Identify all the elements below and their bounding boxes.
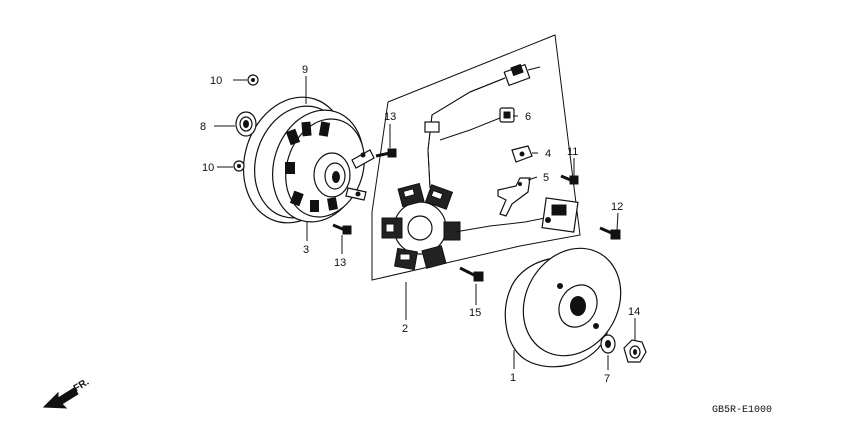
callout-2: 2 bbox=[402, 323, 408, 335]
pulse-generator bbox=[541, 197, 579, 233]
nut-part-14 bbox=[623, 339, 647, 363]
callout-5: 5 bbox=[543, 172, 549, 184]
callout-9: 9 bbox=[302, 64, 308, 76]
cover-part-9-3 bbox=[242, 96, 375, 224]
callout-4: 4 bbox=[545, 148, 551, 160]
callout-labels: 10 9 8 10 3 13 13 2 6 4 5 11 12 15 1 7 1… bbox=[200, 64, 640, 385]
grommet-part-6 bbox=[499, 107, 515, 123]
callout-8: 8 bbox=[200, 121, 206, 133]
callout-7: 7 bbox=[604, 373, 610, 385]
bolt-part-11 bbox=[560, 174, 579, 185]
callout-15: 15 bbox=[469, 307, 481, 319]
washer-part-7 bbox=[600, 334, 616, 354]
callout-12: 12 bbox=[611, 201, 623, 213]
wire-harness bbox=[424, 63, 546, 233]
screw-part-13-lower bbox=[332, 223, 352, 235]
screw-part-13-upper bbox=[375, 148, 397, 158]
callout-6: 6 bbox=[525, 111, 531, 123]
callout-11: 11 bbox=[567, 146, 578, 158]
callout-10-lower: 10 bbox=[202, 162, 214, 174]
stator-part-2 bbox=[381, 182, 461, 271]
washer-part-10-upper bbox=[247, 74, 259, 86]
callout-13-lower: 13 bbox=[334, 257, 346, 269]
front-direction-arrow: FR. bbox=[42, 377, 91, 409]
callout-14: 14 bbox=[628, 306, 640, 318]
callout-10-upper: 10 bbox=[210, 75, 222, 87]
callout-3: 3 bbox=[303, 244, 309, 256]
leader-lines bbox=[214, 76, 636, 370]
callout-1: 1 bbox=[510, 372, 516, 384]
bolt-part-12 bbox=[599, 226, 621, 240]
clamp-part-4 bbox=[511, 145, 533, 163]
washer-part-10-lower bbox=[233, 160, 245, 172]
bracket-part-5 bbox=[497, 177, 531, 217]
oil-seal-part-8 bbox=[235, 111, 257, 137]
diagram-code: GB5R-E1000 bbox=[712, 405, 772, 416]
bolt-part-15 bbox=[459, 266, 484, 282]
flywheel-part-1 bbox=[504, 247, 622, 368]
callout-13-upper: 13 bbox=[384, 111, 396, 123]
stator-assembly-outline bbox=[371, 34, 581, 281]
